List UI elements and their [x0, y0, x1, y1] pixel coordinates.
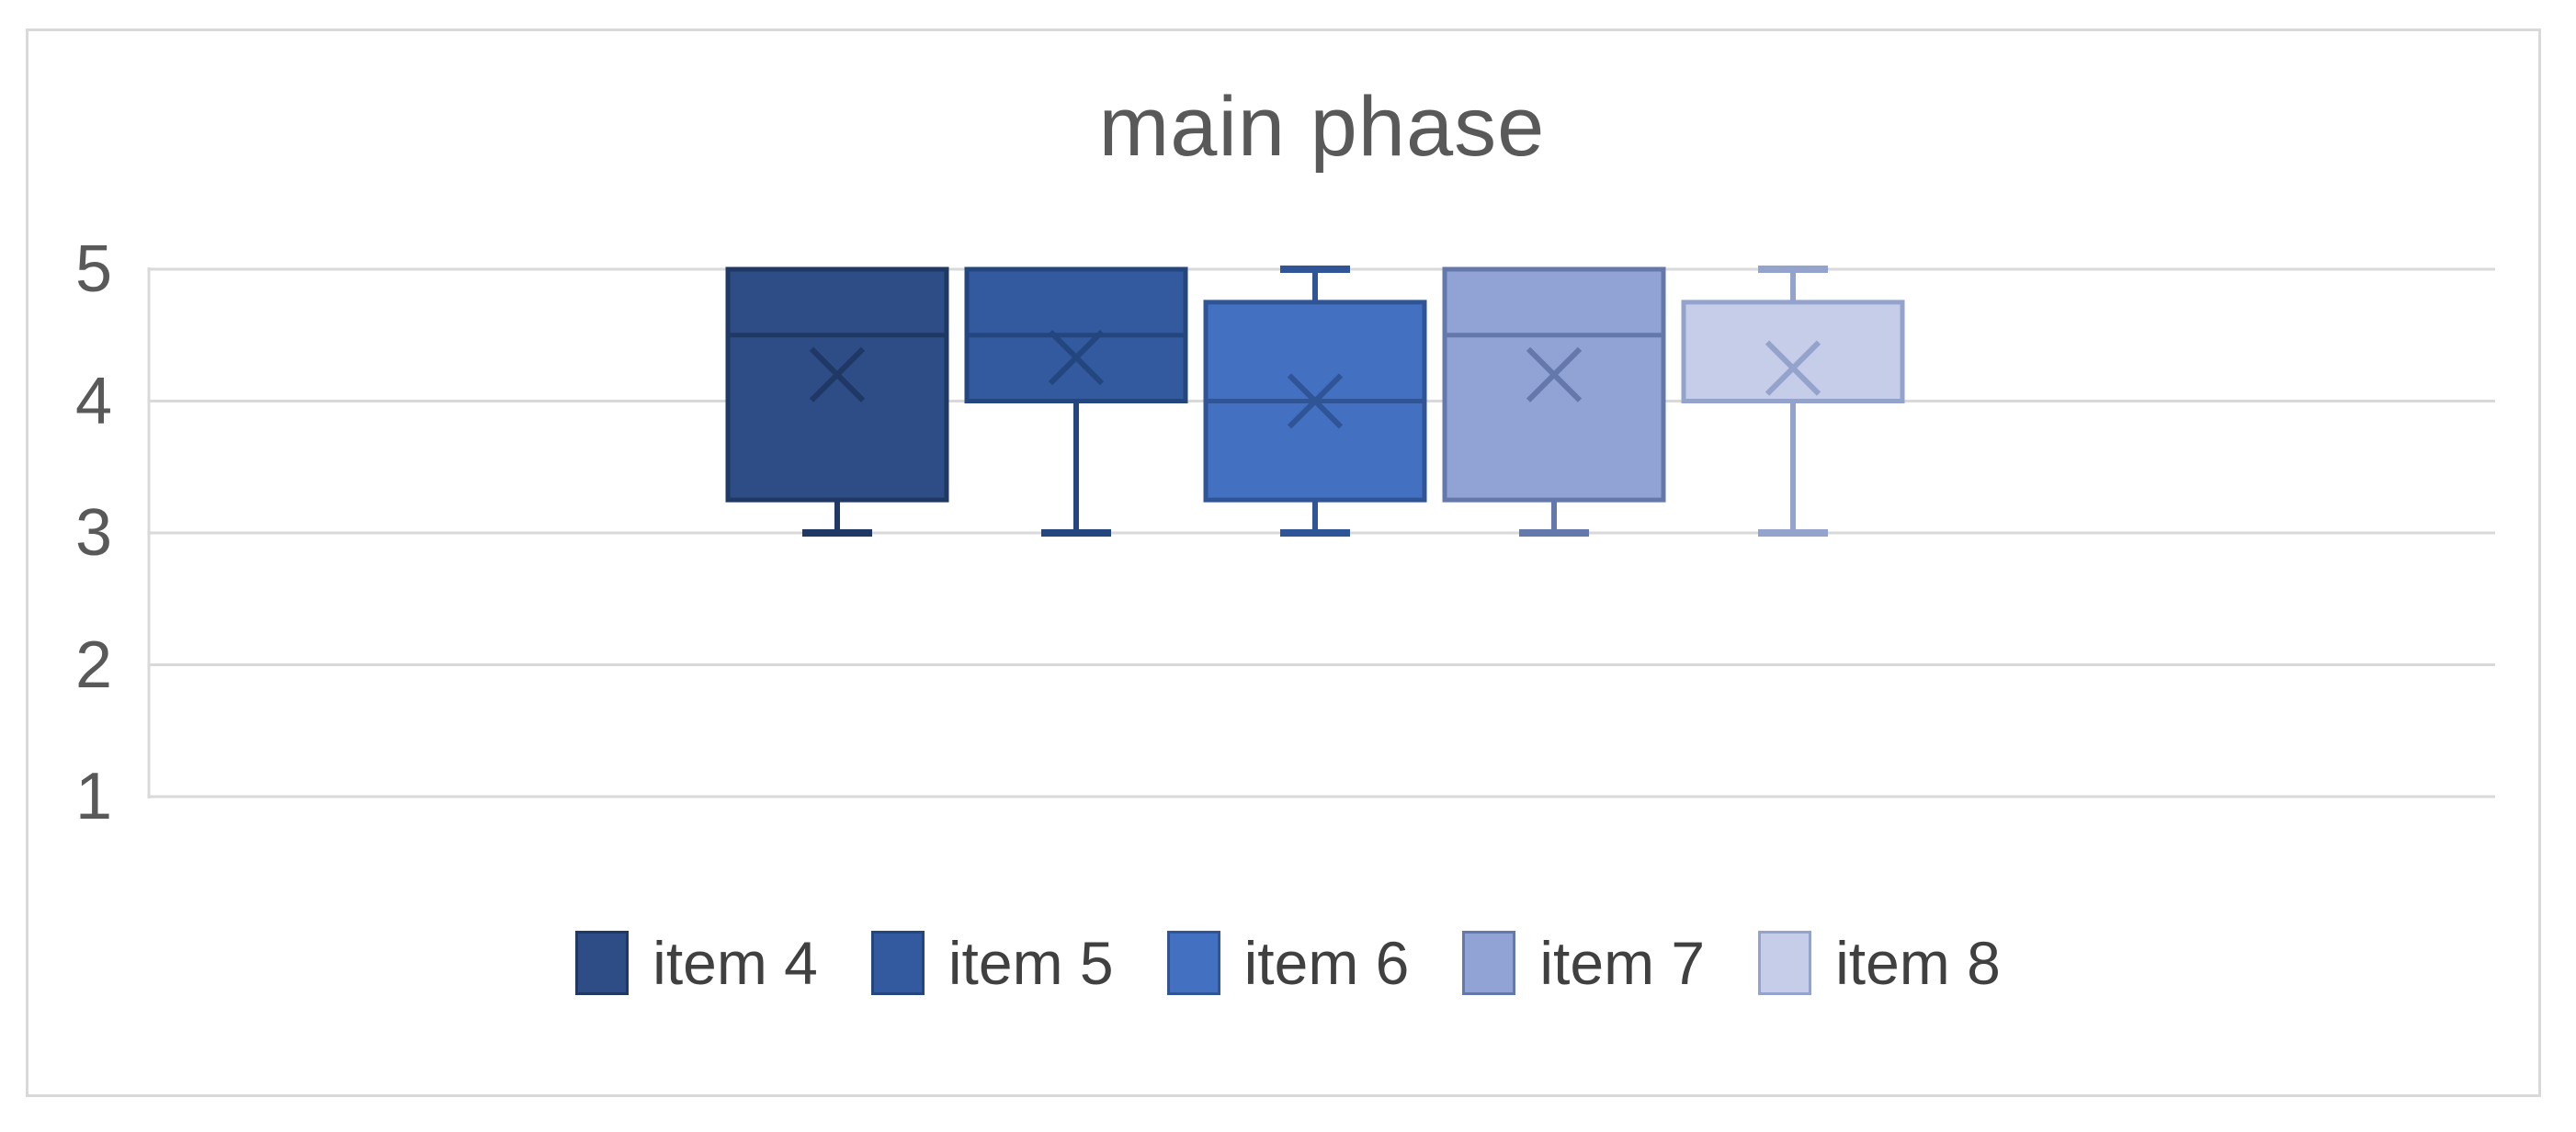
legend-entry-item-8[interactable]: item 8 [1758, 930, 2001, 996]
mean-marker-item-7 [1526, 346, 1583, 402]
legend-swatch-item-7 [1462, 931, 1516, 995]
legend-label-item-7: item 7 [1539, 929, 1706, 997]
mean-marker-item-5 [1048, 330, 1105, 386]
legend-label-item-5: item 5 [948, 929, 1114, 997]
legend-swatch-item-8 [1758, 931, 1812, 995]
legend-entry-item-6[interactable]: item 6 [1166, 929, 1410, 997]
mean-marker-item-8 [1765, 340, 1821, 396]
chart-frame [26, 28, 2541, 1097]
box-item-8[interactable] [1681, 300, 1905, 403]
box-item-7[interactable] [1442, 266, 1666, 503]
y-tick-label-2: 2 [74, 628, 112, 702]
chart-title[interactable]: main phase [1098, 80, 1546, 174]
legend-label-item-6: item 6 [1243, 929, 1410, 997]
legend-entry-item-5[interactable]: item 5 [870, 929, 1114, 997]
y-tick-label-1: 1 [74, 760, 112, 833]
mean-marker-item-4 [809, 346, 866, 402]
legend-label-item-4: item 4 [653, 929, 818, 997]
box-item-4[interactable] [725, 266, 949, 503]
legend: item 4 item 5 item 6 item 7 item 8 [0, 926, 2576, 1000]
y-tick-label-3: 3 [74, 496, 112, 570]
legend-entry-item-4[interactable]: item 4 [575, 930, 818, 996]
legend-swatch-item-6 [1166, 931, 1220, 995]
legend-swatch-item-5 [870, 931, 925, 995]
mean-marker-item-6 [1287, 373, 1344, 429]
legend-swatch-item-4 [575, 931, 630, 995]
y-tick-label-5: 5 [74, 232, 112, 306]
legend-entry-item-7[interactable]: item 7 [1462, 930, 1705, 996]
y-tick-label-4: 4 [74, 364, 112, 438]
legend-label-item-8: item 8 [1835, 929, 2001, 997]
